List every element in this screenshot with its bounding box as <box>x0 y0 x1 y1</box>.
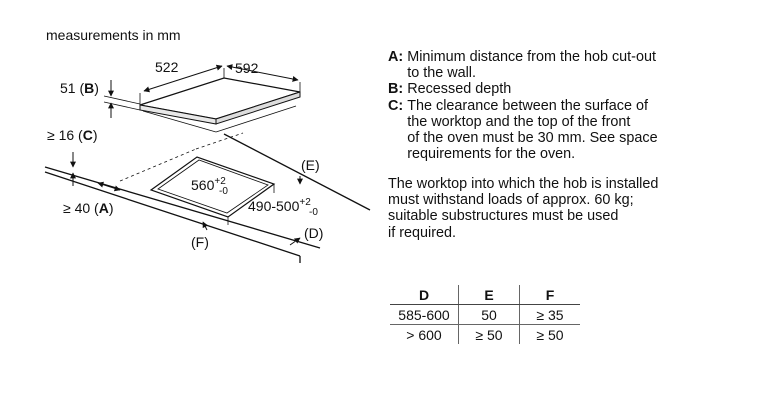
table-row: > 600 ≥ 50 ≥ 50 <box>390 324 580 344</box>
cutout-width-tol-minus: -0 <box>219 186 228 197</box>
table-header: D <box>390 285 459 305</box>
table-cell: 50 <box>458 304 520 325</box>
label-b: 51 (B) <box>60 80 99 96</box>
label-f: (F) <box>191 234 209 250</box>
hob-drawing <box>139 68 301 133</box>
table-header: E <box>458 285 520 305</box>
dimension-table: D E F 585-600 50 ≥ 35 > 600 ≥ 50 ≥ 50 <box>390 285 580 344</box>
note-key: B: <box>388 81 408 98</box>
cutout-depth-tol-minus: -0 <box>309 207 318 218</box>
worktop-note: The worktop into which the hob is instal… <box>388 176 659 241</box>
note-text: The clearance between the surface of the… <box>407 97 658 163</box>
note-key: C: <box>388 97 408 114</box>
table-cell: > 600 <box>390 324 459 344</box>
label-e: (E) <box>301 157 320 173</box>
dim-depth: 522 <box>155 59 179 75</box>
cutout-width: 560+2 <box>191 176 226 193</box>
table-header: F <box>519 285 580 305</box>
label-d: (D) <box>304 225 323 241</box>
table-row: 585-600 50 ≥ 35 <box>390 304 580 325</box>
units-label: measurements in mm <box>46 27 181 43</box>
note-text: Recessed depth <box>407 81 512 98</box>
label-a: ≥ 40 (A) <box>63 200 114 216</box>
note-b: B: Recessed depth <box>388 81 718 97</box>
cutout-drawing <box>149 156 276 225</box>
label-c: ≥ 16 (C) <box>47 127 98 143</box>
note-key: A: <box>388 49 408 65</box>
dim-line-width <box>226 64 299 82</box>
cutout-depth: 490-500+2 <box>248 197 311 214</box>
note-c: C: The clearance between the surface of … <box>388 98 718 163</box>
worktop-drawing <box>44 132 371 263</box>
table-cell: ≥ 35 <box>519 304 580 325</box>
note-text: Minimum distance from the hob cut-out to… <box>407 49 656 82</box>
dim-width: 592 <box>235 60 259 76</box>
table-cell: 585-600 <box>390 304 459 325</box>
dim-line-a <box>97 181 121 192</box>
notes-list: A: Minimum distance from the hob cut-out… <box>388 49 718 162</box>
note-a: A: Minimum distance from the hob cut-out… <box>388 49 718 81</box>
table-cell: ≥ 50 <box>536 326 564 343</box>
table-cell: ≥ 50 <box>458 324 520 344</box>
table-header-row: D E F <box>390 285 580 305</box>
dim-line-depth <box>143 64 223 93</box>
